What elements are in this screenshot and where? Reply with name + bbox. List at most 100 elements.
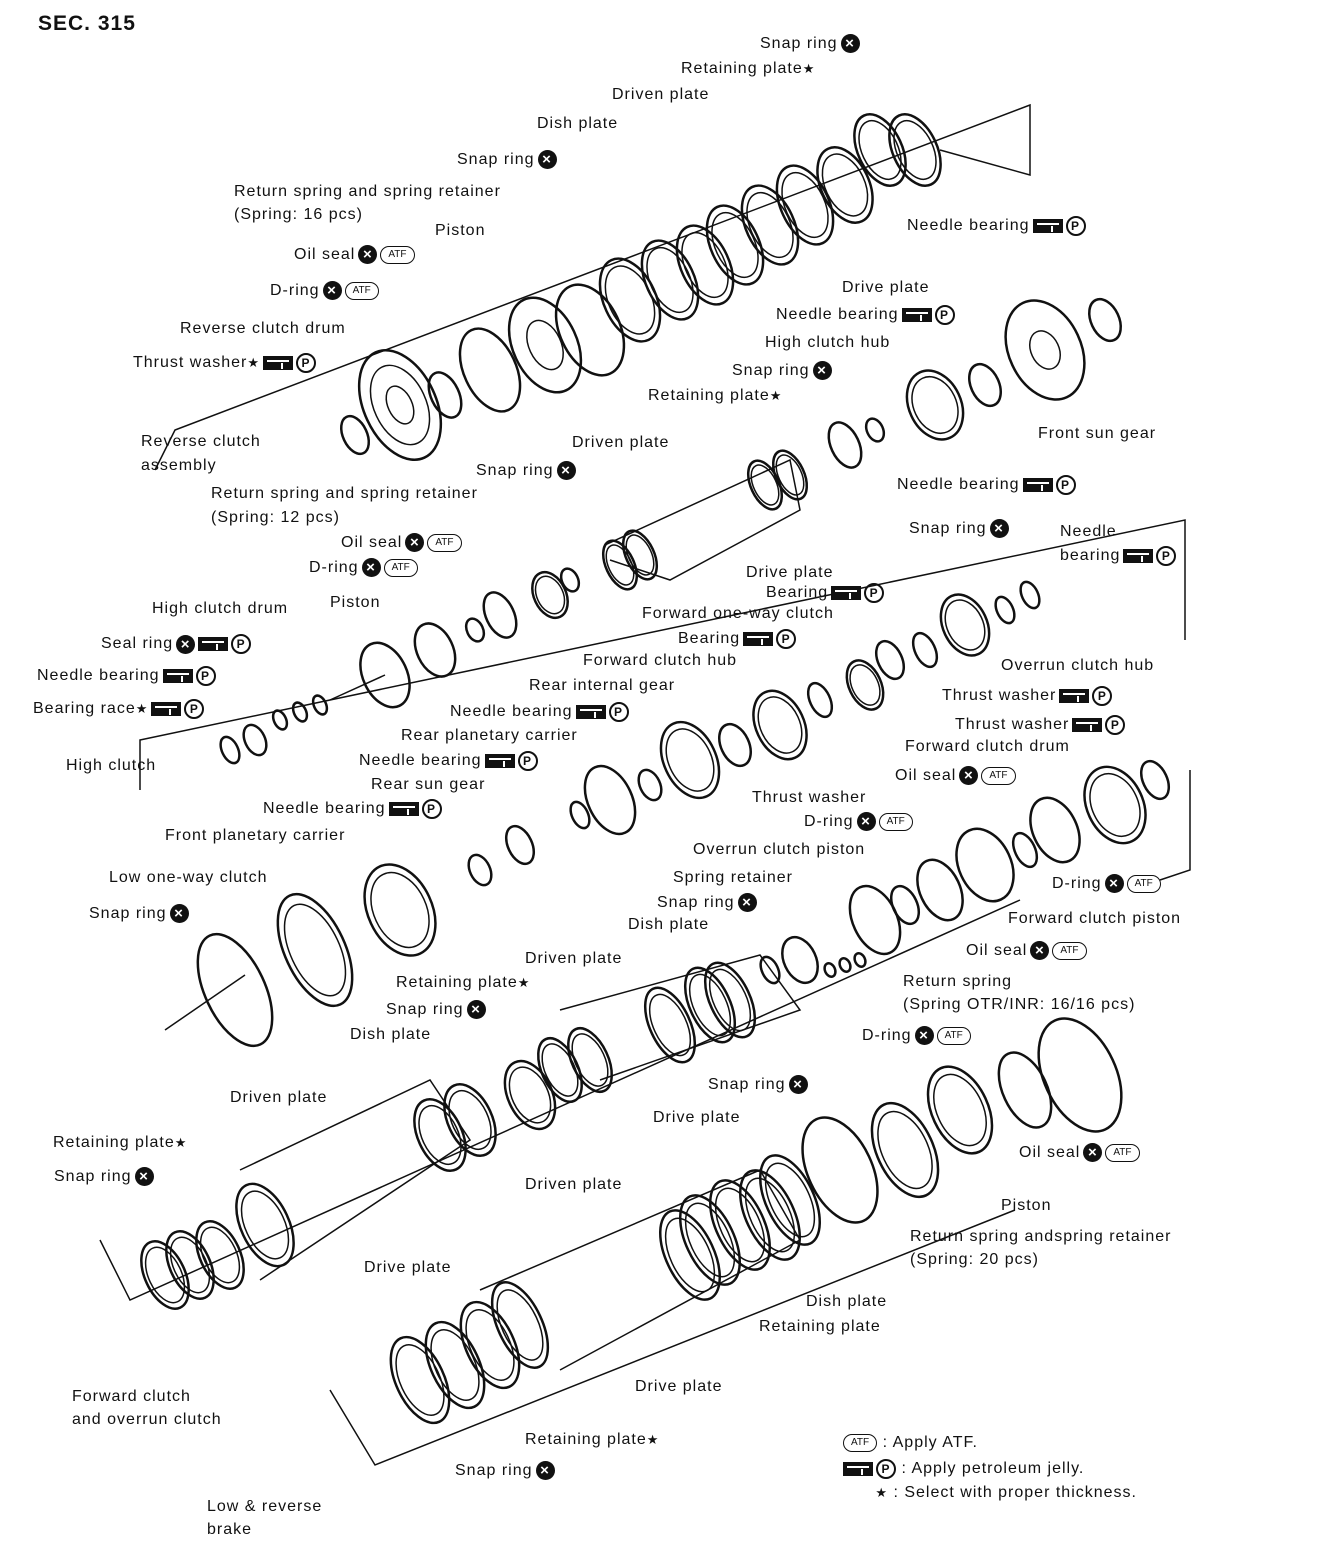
oil-seal: [1037, 1017, 1123, 1133]
high-clutch-hub: [911, 376, 959, 434]
replace-x-icon: ×: [737, 893, 757, 913]
callout-label: Return spring: [903, 972, 1012, 992]
seal-ring: [291, 701, 309, 723]
p-circle-icon: P: [517, 751, 538, 771]
callout-label: Low & reverse: [207, 1497, 322, 1517]
p-circle-icon: P: [184, 699, 205, 719]
p-circle-icon: P: [1105, 715, 1126, 735]
atf-icon: ATF: [878, 812, 913, 831]
plate-pack-box: [479, 1169, 802, 1371]
callout-text: and overrun clutch: [72, 1411, 222, 1428]
callout-label: Drive plate: [842, 278, 929, 298]
replace-x-icon: ×: [537, 150, 557, 170]
snap-ring: [827, 421, 863, 469]
clutch-plate: [775, 454, 805, 496]
callout-label: Return spring and spring retainer: [211, 484, 478, 504]
callout-label: Snap ring×: [89, 904, 189, 924]
callout-text: brake: [207, 1521, 253, 1538]
bearing: [806, 681, 834, 719]
callout-text: Dish plate: [537, 115, 619, 132]
callout-label: Driven plate: [612, 85, 709, 105]
callout-label: D-ring×ATF: [309, 558, 418, 578]
callout-text: Driven plate: [612, 86, 710, 103]
callout-label: Retaining plate★: [681, 59, 815, 79]
clutch-plate: [144, 1246, 186, 1304]
atf-icon: ATF: [1105, 1143, 1140, 1162]
replace-x-icon: ×: [405, 533, 425, 553]
brake-plate: [395, 1344, 445, 1416]
callout-label: Forward clutch piston: [1008, 909, 1181, 929]
clutch-plate: [740, 184, 800, 266]
rear-planetary-carrier: [583, 764, 637, 836]
callout-text: Rear internal gear: [529, 677, 676, 694]
callout-text: Seal ring: [101, 635, 174, 653]
callout-text: Front sun gear: [1038, 425, 1157, 442]
piston: [507, 296, 583, 394]
callout-text: Bearing race: [33, 700, 136, 718]
needle-bearing: [242, 723, 268, 757]
callout-text: Return spring: [903, 973, 1013, 990]
callout-label: Driven plate: [230, 1088, 327, 1108]
callout-text: Overrun clutch piston: [693, 841, 866, 858]
callout-text: Dish plate: [350, 1026, 432, 1043]
clutch-plate: [413, 1098, 467, 1172]
replace-x-icon: ×: [322, 281, 342, 301]
callout-label: Snap ring×: [732, 361, 832, 381]
forward-clutch-piston: [955, 827, 1015, 903]
d-ring: [464, 617, 486, 643]
callout-label: Snap ring×: [476, 461, 576, 481]
reverse-clutch-drum: [357, 349, 443, 461]
callout-text: Snap ring: [54, 1168, 132, 1185]
callout-text: Needle: [1060, 523, 1117, 540]
callout-text: Snap ring: [386, 1001, 464, 1018]
clutch-plate: [567, 1027, 613, 1093]
star-icon: ★: [174, 1135, 188, 1150]
brake-plate: [459, 1300, 521, 1390]
callout-text: Snap ring: [476, 462, 554, 479]
callout-text: Driven plate: [230, 1089, 328, 1106]
clutch-plate: [541, 1043, 579, 1097]
brake-plate: [764, 1162, 816, 1238]
clutch-plate: [503, 1059, 557, 1131]
callout-text: Return spring and spring retainer: [234, 183, 501, 200]
brake-plate: [430, 1329, 480, 1401]
callout-label: and overrun clutch: [72, 1410, 222, 1430]
clutch-plate: [648, 993, 692, 1057]
callout-label: Spring retainer: [673, 868, 793, 888]
callout-text: Reverse clutch drum: [180, 320, 346, 337]
callout-text: Snap ring: [760, 35, 838, 52]
callout-label: Drive plate: [746, 563, 833, 583]
callout-text: Overrun clutch hub: [1001, 657, 1155, 674]
atf-icon: ATF: [936, 1026, 971, 1045]
clutch-plate: [705, 204, 765, 286]
low-reverse-piston: [926, 1065, 994, 1155]
callout-label: Retaining plate★: [53, 1133, 187, 1153]
plate-pack-box: [559, 954, 802, 1081]
replace-x-icon: ×: [556, 461, 576, 481]
callout-text: Piston: [330, 594, 381, 611]
callout-label: Driven plate: [572, 433, 669, 453]
callout-text: D-ring: [1052, 875, 1102, 892]
callout-text: Retaining plate: [396, 974, 518, 991]
replace-x-icon: ×: [358, 245, 378, 265]
callout-label: Snap ring×: [708, 1075, 808, 1095]
callout-text: D-ring: [309, 559, 359, 576]
star-icon: ★: [802, 61, 816, 76]
seal-ring: [311, 694, 329, 716]
callout-label: Dish plate: [350, 1025, 431, 1045]
callout-text: High clutch drum: [152, 600, 289, 617]
petroleum-jelly-icon: [831, 586, 862, 600]
p-circle-icon: P: [1055, 475, 1076, 495]
petroleum-jelly-icon: [743, 632, 774, 646]
callout-label: High clutch hub: [765, 333, 890, 353]
rear-sun-gear: [504, 824, 536, 866]
callout-text: Snap ring: [89, 905, 167, 922]
clutch-plate: [703, 961, 757, 1039]
callout-label: Return spring andspring retainer: [910, 1227, 1171, 1247]
forward-one-way-clutch: [845, 659, 885, 711]
forward-clutch-drum: [1089, 772, 1141, 838]
clutch-plate: [711, 211, 759, 279]
callout-label: Drive plate: [364, 1258, 451, 1278]
